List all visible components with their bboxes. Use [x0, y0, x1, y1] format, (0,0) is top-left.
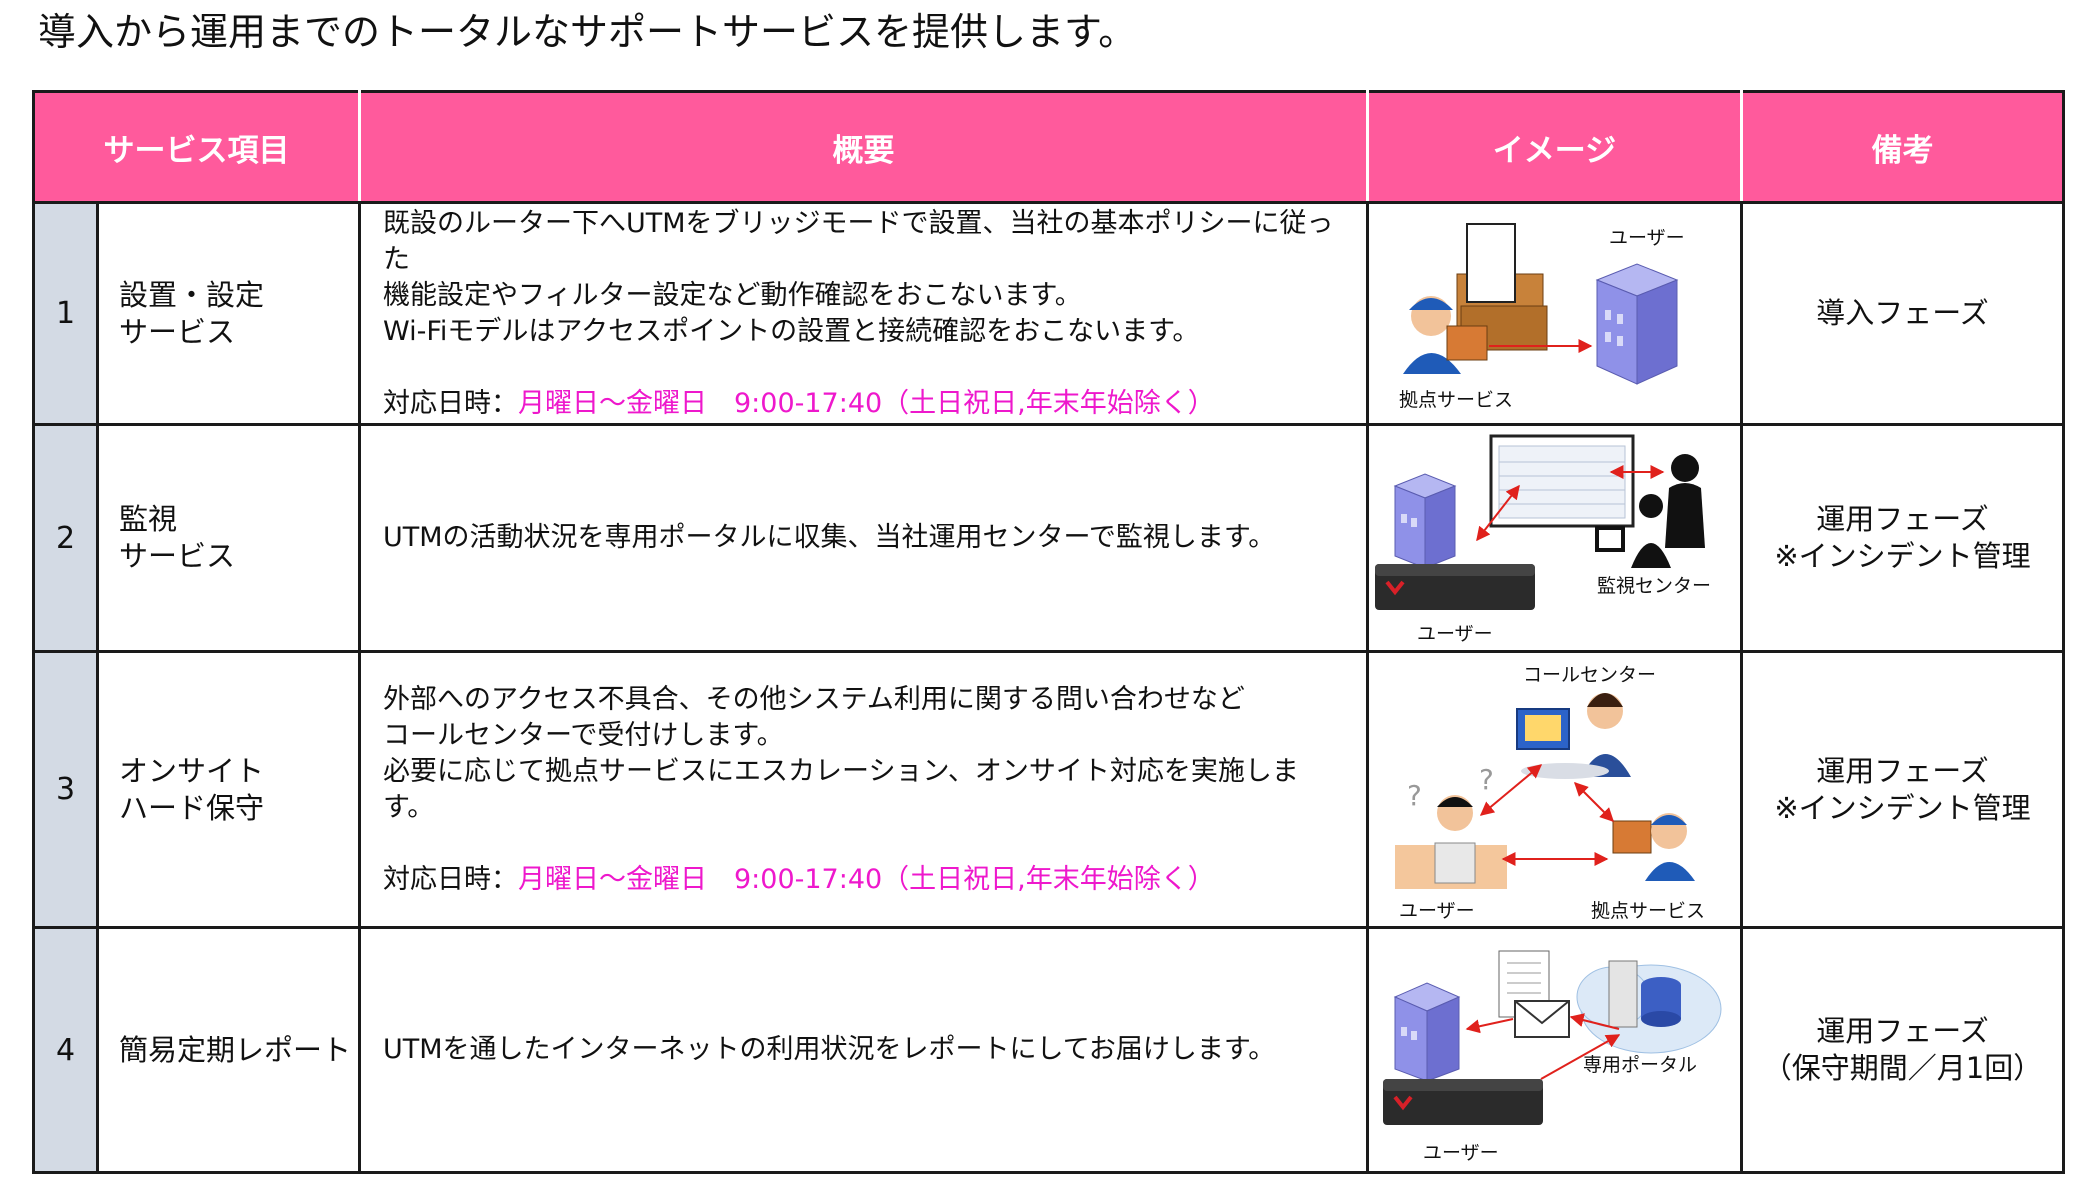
header-remarks: 備考: [1740, 90, 2065, 204]
service-name: オンサイト ハード保守: [96, 650, 361, 929]
image-label-monitoring-center: 監視センター: [1597, 575, 1711, 597]
flow-arrow: [1465, 1018, 1514, 1034]
row-number: 1: [32, 201, 99, 426]
service-description: UTMを通したインターネットの利用状況をレポートにしてお届けします。: [358, 926, 1369, 1174]
building-icon: [1595, 262, 1679, 385]
image-label-user: ユーザー: [1399, 900, 1475, 922]
table-row: 2 監視 サービス UTMの活動状況を専用ポータルに収集、当社運用センターで監視…: [32, 423, 2065, 653]
description-line: 機能設定やフィルター設定など動作確認をおこないます。: [383, 279, 1082, 311]
support-hours: 対応日時：月曜日～金曜日 9:00-17:40（土日祝日,年末年始除く）: [383, 862, 1346, 898]
utm-device-icon: [1383, 1079, 1543, 1125]
service-name: 監視 サービス: [96, 423, 361, 653]
description-line: 既設のルーター下へUTMをブリッジモードで設置、当社の基本ポリシーに従った: [383, 207, 1334, 275]
support-hours-value: 月曜日～金曜日 9:00-17:40（土日祝日,年末年始除く）: [518, 863, 1215, 895]
service-illustration: 専用ポータル ユーザー: [1366, 926, 1743, 1174]
row-number: 3: [32, 650, 99, 929]
service-name-line: 監視: [119, 502, 178, 536]
remarks-line: 導入フェーズ: [1816, 296, 1989, 330]
page-heading: 導入から運用までのトータルなサポートサービスを提供します。: [38, 10, 1137, 54]
remarks-line: （保守期間／月1回）: [1762, 1051, 2043, 1085]
image-label-branch-service: 拠点サービス: [1591, 900, 1705, 922]
remarks: 運用フェーズ （保守期間／月1回）: [1740, 926, 2065, 1174]
service-name-line: 設置・設定: [119, 277, 265, 312]
periodic-report-illustration: 専用ポータル ユーザー: [1383, 950, 1722, 1164]
image-label-user: ユーザー: [1423, 1142, 1499, 1164]
image-label-user: ユーザー: [1417, 623, 1493, 645]
service-description: 既設のルーター下へUTMをブリッジモードで設置、当社の基本ポリシーに従った 機能…: [358, 201, 1369, 426]
image-label-portal: 専用ポータル: [1583, 1054, 1697, 1076]
service-table: サービス項目 概要 イメージ 備考 1 設置・設定 サービス 既設のルーター下へ…: [32, 90, 2065, 1174]
image-label-call-center: コールセンター: [1523, 664, 1656, 686]
remarks-line: ※インシデント管理: [1774, 790, 2031, 825]
support-hours: 対応日時：月曜日～金曜日 9:00-17:40（土日祝日,年末年始除く）: [383, 386, 1346, 422]
user-at-desk-icon: ? ?: [1395, 763, 1507, 889]
technician-icon: [1612, 812, 1695, 881]
image-label-branch-service: 拠点サービス: [1399, 389, 1513, 411]
service-name-line: 簡易定期レポート: [119, 1032, 352, 1067]
service-name: 簡易定期レポート: [96, 926, 361, 1174]
call-center-operator-icon: [1516, 692, 1631, 779]
image-label-user: ユーザー: [1609, 227, 1685, 249]
flow-arrow: [1540, 1034, 1621, 1080]
service-name-line: オンサイト: [119, 753, 265, 788]
service-illustration: ユーザー 拠点サービス: [1366, 201, 1743, 426]
service-description: 外部へのアクセス不具合、その他システム利用に関する問い合わせなど コールセンター…: [358, 650, 1369, 929]
flow-arrow: [1479, 763, 1543, 816]
building-icon: [1393, 982, 1461, 1082]
remarks-line: 運用フェーズ: [1816, 753, 1989, 788]
support-hours-label: 対応日時：: [383, 387, 518, 419]
setup-service-illustration: ユーザー 拠点サービス: [1399, 222, 1685, 411]
row-number: 4: [32, 926, 99, 1174]
description-line: コールセンターで受付けします。: [383, 719, 784, 751]
technician-icon: [1403, 295, 1488, 374]
service-illustration: ? ? コールセンター ユーザー 拠点サービス: [1366, 650, 1743, 929]
remarks: 導入フェーズ: [1740, 201, 2065, 426]
table-row: 3 オンサイト ハード保守 外部へのアクセス不具合、その他システム利用に関する問…: [32, 650, 2065, 929]
table-row: 4 簡易定期レポート UTMを通したインターネットの利用状況をレポートにしてお届…: [32, 926, 2065, 1174]
remarks-line: ※インシデント管理: [1774, 539, 2031, 573]
building-icon: [1393, 473, 1457, 569]
header-service-item: サービス項目: [32, 90, 361, 204]
service-description: UTMの活動状況を専用ポータルに収集、当社運用センターで監視します。: [358, 423, 1369, 653]
remarks: 運用フェーズ ※インシデント管理: [1740, 423, 2065, 653]
operator-icon: [1595, 454, 1705, 568]
remarks-line: 運用フェーズ: [1816, 1014, 1989, 1048]
svg-text:?: ?: [1479, 763, 1494, 796]
flow-arrow: [1569, 1013, 1620, 1030]
table-row: 1 設置・設定 サービス 既設のルーター下へUTMをブリッジモードで設置、当社の…: [32, 201, 2065, 426]
description-line: UTMを通したインターネットの利用状況をレポートにしてお届けします。: [383, 1034, 1276, 1065]
service-name: 設置・設定 サービス: [96, 201, 361, 426]
description-line: 必要に応じて拠点サービスにエスカレーション、オンサイト対応を実施します。: [383, 755, 1299, 823]
description-line: UTMの活動状況を専用ポータルに収集、当社運用センターで監視します。: [383, 522, 1276, 553]
service-name-line: サービス: [119, 314, 236, 349]
service-name-line: サービス: [119, 539, 236, 573]
description-line: Wi-Fiモデルはアクセスポイントの設置と接続確認をおこないます。: [383, 315, 1200, 347]
monitoring-service-illustration: 監視センター ユーザー: [1375, 434, 1711, 645]
flow-arrow: [1574, 781, 1614, 822]
flow-arrow: [1476, 484, 1520, 542]
cloud-portal-icon: [1576, 960, 1722, 1054]
service-name-line: ハード保守: [119, 790, 265, 825]
onsite-maintenance-illustration: ? ? コールセンター ユーザー 拠点サービス: [1395, 664, 1705, 922]
support-hours-value: 月曜日～金曜日 9:00-17:40（土日祝日,年末年始除く）: [518, 387, 1215, 419]
remarks-line: 運用フェーズ: [1816, 502, 1989, 536]
row-number: 2: [32, 423, 99, 653]
service-illustration: 監視センター ユーザー: [1366, 423, 1743, 653]
description-line: 外部へのアクセス不具合、その他システム利用に関する問い合わせなど: [383, 683, 1245, 715]
mail-envelope-icon: [1514, 1000, 1570, 1038]
utm-device-icon: [1375, 564, 1535, 610]
remarks: 運用フェーズ ※インシデント管理: [1740, 650, 2065, 929]
svg-text:?: ?: [1407, 779, 1422, 812]
portal-screen-icon: [1489, 434, 1635, 528]
header-image: イメージ: [1366, 90, 1743, 204]
header-overview: 概要: [358, 90, 1369, 204]
table-header-row: サービス項目 概要 イメージ 備考: [32, 90, 2065, 204]
support-hours-label: 対応日時：: [383, 863, 518, 895]
